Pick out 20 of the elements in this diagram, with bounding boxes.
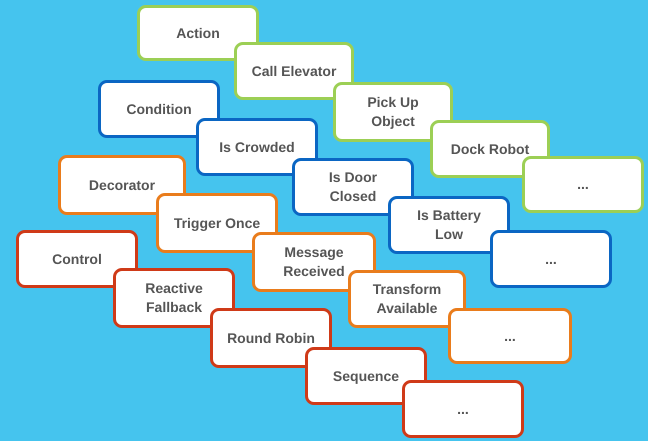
behavior-card: Is Crowded [196, 118, 318, 176]
behavior-card: Condition [98, 80, 220, 138]
behavior-card: Reactive Fallback [113, 268, 235, 328]
behavior-card: Action [137, 5, 259, 61]
behavior-card: Trigger Once [156, 193, 278, 253]
behavior-card: Sequence [305, 347, 427, 405]
behavior-card: ... [402, 380, 524, 438]
behavior-card: ... [522, 156, 644, 213]
behavior-card: Round Robin [210, 308, 332, 368]
behavior-card: Dock Robot [430, 120, 550, 178]
behavior-card: Transform Available [348, 270, 466, 328]
behavior-card: Is Door Closed [292, 158, 414, 216]
behavior-card: Call Elevator [234, 42, 354, 100]
behavior-card: ... [490, 230, 612, 288]
behavior-card: Is Battery Low [388, 196, 510, 254]
behavior-card: Pick Up Object [333, 82, 453, 142]
behavior-card: Control [16, 230, 138, 288]
behavior-card: Message Received [252, 232, 376, 292]
behavior-card: Decorator [58, 155, 186, 215]
behavior-card: ... [448, 308, 572, 364]
